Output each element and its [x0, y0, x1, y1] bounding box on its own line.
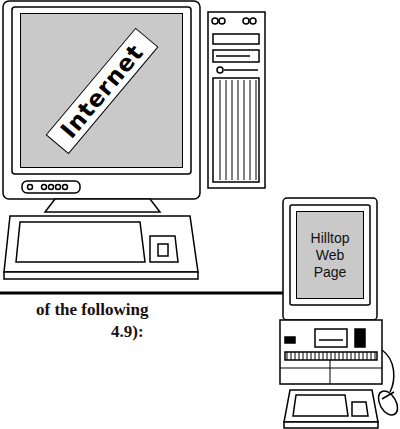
- monitor-button: [63, 185, 68, 190]
- drive-bay: [315, 329, 347, 347]
- grille-line: [250, 80, 251, 180]
- keyboard: [284, 390, 378, 422]
- monitor-bezel: [12, 7, 191, 174]
- tower-led: [219, 18, 225, 24]
- keyboard-edge: [4, 272, 198, 279]
- keyboard-edge: [284, 422, 378, 428]
- grille-line: [232, 80, 233, 180]
- drive-bay: [213, 34, 259, 44]
- vent-strip: [285, 352, 377, 360]
- key: [158, 244, 168, 256]
- grille-line: [238, 80, 239, 180]
- drive-bay: [213, 50, 259, 62]
- drive-slot: [319, 339, 343, 341]
- drive-bay: [355, 329, 365, 347]
- mouse-button: [382, 392, 394, 399]
- grille-line: [256, 80, 257, 180]
- web-page-screen: Hilltop Web Page: [296, 211, 364, 299]
- monitor-button: [28, 185, 33, 190]
- monitor-button: [56, 185, 61, 190]
- monitor-stand: [45, 199, 160, 212]
- power-light: [285, 337, 295, 343]
- computer-mouse: [375, 388, 400, 419]
- tower-button: [217, 67, 223, 73]
- monitor-button: [42, 185, 47, 190]
- tower-case: [208, 12, 265, 188]
- key-block: [150, 236, 178, 262]
- caption-fragment: of the following: [36, 300, 148, 320]
- case-line: [330, 360, 331, 384]
- grille-line: [226, 80, 227, 180]
- network-cable: [0, 292, 283, 295]
- tower-slot: [224, 69, 258, 71]
- drive-slot: [216, 55, 250, 57]
- tower-led: [212, 18, 218, 24]
- monitor-bezel: [290, 205, 370, 305]
- monitor-case: [3, 1, 200, 199]
- tower-grille: [213, 78, 259, 182]
- monitor-button: [49, 185, 54, 190]
- mouse-cable: [382, 350, 394, 392]
- case-line: [280, 368, 382, 369]
- keyboard: [4, 216, 198, 272]
- grille-line: [244, 80, 245, 180]
- key-area: [16, 222, 145, 262]
- monitor-controls: [22, 181, 80, 193]
- vent-lines: [287, 352, 375, 360]
- key-block: [352, 402, 368, 416]
- caption-fragment: 4.9):: [111, 322, 144, 342]
- internet-screen: Internet: [20, 13, 183, 168]
- key-area: [293, 395, 348, 416]
- screen-text: Hilltop Web Page: [300, 230, 360, 281]
- screen-text: Internet: [45, 27, 158, 153]
- desktop-case: [280, 320, 382, 384]
- tower-led: [250, 18, 256, 24]
- monitor-case: [283, 198, 377, 320]
- tower-led: [243, 18, 249, 24]
- grille-line: [220, 80, 221, 180]
